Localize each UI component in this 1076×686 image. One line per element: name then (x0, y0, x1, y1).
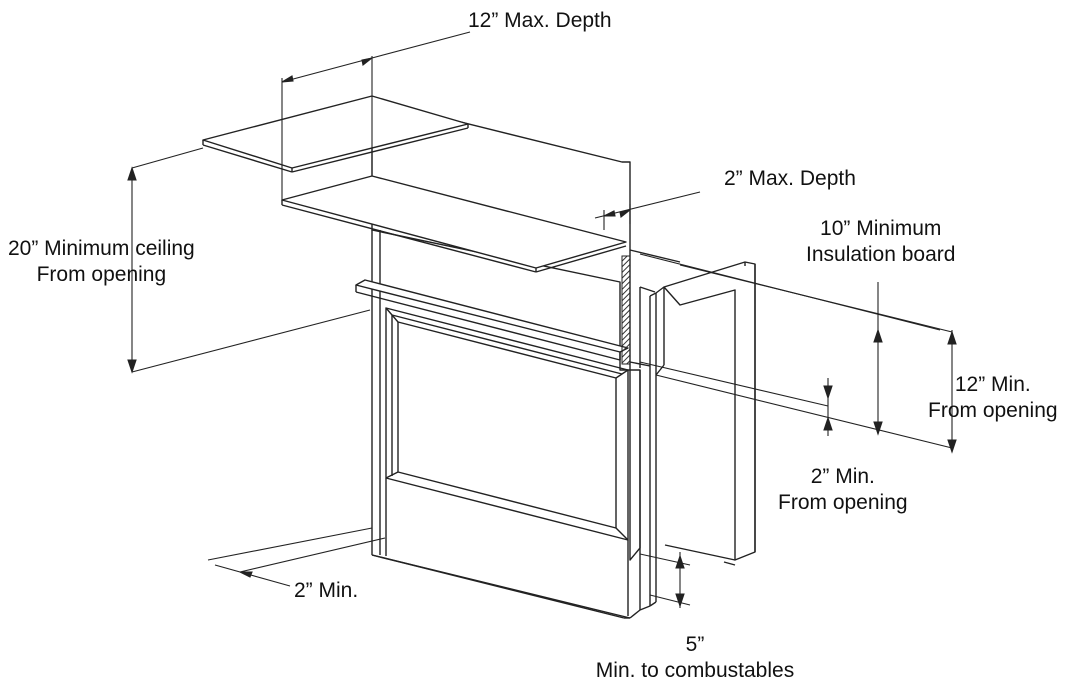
label-20-minimum-ceiling: 20” Minimum ceiling From opening (8, 237, 195, 286)
label-5-min-to-combustables: 5” Min. to combustables (595, 633, 795, 682)
label-2-min-from-opening: 2” Min. From opening (778, 465, 908, 514)
insulation-board (663, 261, 756, 561)
label-12-max-depth: 12” Max. Depth (468, 9, 612, 32)
hatched-insulation (621, 255, 631, 365)
lower-mantel-shelf (281, 175, 627, 269)
fireplace-glass (397, 321, 617, 529)
label-side-2-min: 2” Min. (294, 579, 359, 602)
label-10-minimum-insulation: 10” Minimum Insulation board (806, 217, 956, 266)
label-2-max-depth: 2” Max. Depth (724, 167, 856, 190)
label-12-min-from-opening: 12” Min. From opening (928, 373, 1058, 422)
